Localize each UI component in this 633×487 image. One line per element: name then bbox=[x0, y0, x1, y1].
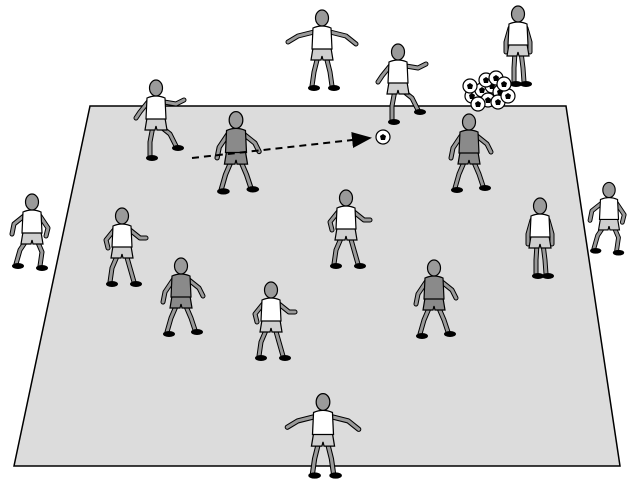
player-shirt bbox=[530, 214, 550, 237]
ball bbox=[471, 97, 485, 111]
player-boot1 bbox=[279, 355, 291, 361]
player-head bbox=[116, 208, 129, 224]
player-head bbox=[463, 114, 476, 130]
player-boot1 bbox=[479, 185, 491, 191]
player-shirt bbox=[336, 206, 356, 229]
player-boot1 bbox=[444, 331, 456, 337]
player-boot0 bbox=[163, 331, 175, 337]
player-head bbox=[175, 258, 188, 274]
player-boot0 bbox=[12, 263, 24, 269]
player-shorts bbox=[529, 236, 551, 248]
player-shorts bbox=[507, 44, 529, 56]
player-head bbox=[428, 260, 441, 276]
ball bbox=[497, 77, 511, 91]
player-head bbox=[150, 80, 163, 96]
player-boot0 bbox=[146, 155, 158, 161]
player-shirt bbox=[508, 22, 528, 45]
player-shorts bbox=[145, 118, 167, 130]
player-head bbox=[316, 394, 330, 411]
player-shorts bbox=[423, 298, 445, 310]
player-head bbox=[603, 182, 615, 197]
player-shirt bbox=[171, 274, 191, 297]
player-boot1 bbox=[613, 250, 624, 256]
player-boot0 bbox=[308, 472, 321, 478]
player-shirt bbox=[112, 224, 132, 247]
player-shorts bbox=[111, 246, 133, 258]
player-top-right-server bbox=[506, 6, 532, 87]
player-boot1 bbox=[130, 281, 142, 287]
player-shorts bbox=[387, 82, 409, 94]
player-shirt bbox=[424, 276, 444, 299]
ball-pile bbox=[463, 71, 515, 111]
player-boot1 bbox=[542, 273, 554, 279]
player-boot0 bbox=[308, 85, 320, 91]
player-head bbox=[534, 198, 547, 214]
player-shorts bbox=[170, 296, 192, 308]
player-head bbox=[512, 6, 525, 22]
player-boot1 bbox=[414, 109, 426, 115]
player-shirt bbox=[22, 210, 42, 233]
player-shorts bbox=[311, 48, 333, 60]
player-shorts bbox=[21, 232, 43, 244]
player-boot0 bbox=[590, 248, 601, 254]
player-boot1 bbox=[520, 81, 532, 87]
player-shirt bbox=[261, 298, 281, 321]
ball-at-feet bbox=[376, 130, 390, 144]
player-boot0 bbox=[217, 188, 230, 194]
player-left-outside bbox=[12, 194, 48, 271]
player-head bbox=[340, 190, 353, 206]
player-top-left-coach bbox=[288, 10, 356, 91]
player-head bbox=[392, 44, 405, 60]
player-shirt bbox=[146, 96, 166, 119]
player-boot1 bbox=[329, 472, 342, 478]
player-boot1 bbox=[247, 186, 260, 192]
player-shorts bbox=[458, 152, 480, 164]
player-boot1 bbox=[191, 329, 203, 335]
player-shirt bbox=[313, 410, 334, 434]
player-boot0 bbox=[388, 119, 400, 125]
player-head bbox=[229, 112, 243, 129]
player-boot0 bbox=[330, 263, 342, 269]
player-shirt bbox=[388, 60, 408, 83]
player-shorts bbox=[599, 219, 620, 230]
ball bbox=[463, 79, 477, 93]
player-boot0 bbox=[451, 187, 463, 193]
player-shirt bbox=[312, 26, 332, 49]
player-head bbox=[265, 282, 278, 298]
player-shirt bbox=[226, 128, 247, 152]
player-shirt bbox=[600, 198, 619, 220]
player-head bbox=[316, 10, 329, 26]
player-boot1 bbox=[36, 265, 48, 271]
player-right-outside bbox=[590, 182, 624, 255]
player-boot0 bbox=[106, 281, 118, 287]
player-boot1 bbox=[172, 145, 184, 151]
player-boot1 bbox=[354, 263, 366, 269]
player-boot0 bbox=[416, 333, 428, 339]
player-boot0 bbox=[255, 355, 267, 361]
player-shorts bbox=[260, 320, 282, 332]
player-shorts bbox=[311, 434, 334, 447]
player-boot1 bbox=[328, 85, 340, 91]
player-shirt bbox=[459, 130, 479, 153]
player-shorts bbox=[335, 228, 357, 240]
player-head bbox=[26, 194, 39, 210]
